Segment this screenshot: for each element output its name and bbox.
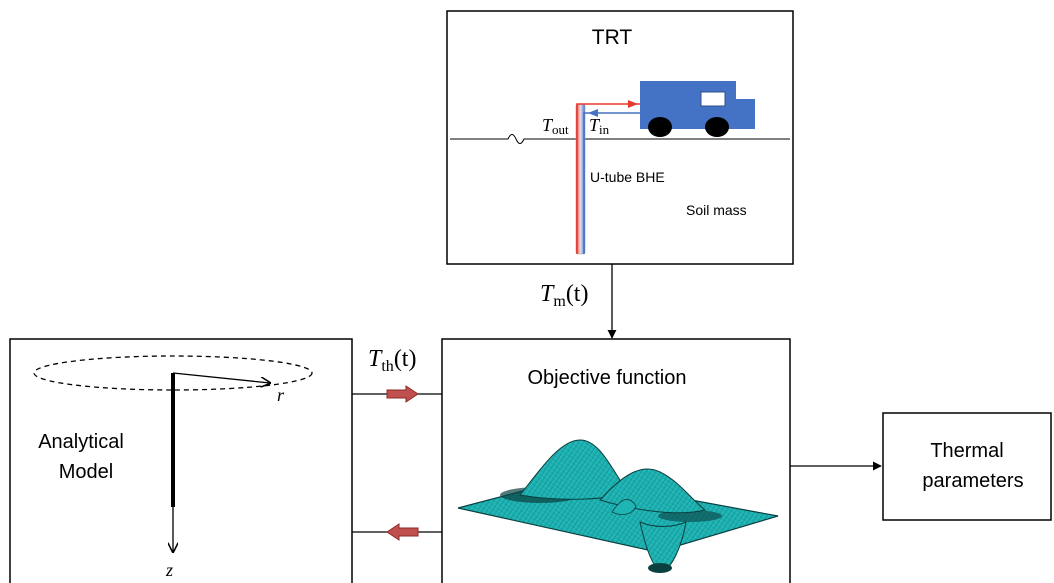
thermal-parameters-line1: Thermal bbox=[930, 440, 1003, 462]
analytical-title-line2: Model bbox=[59, 461, 113, 483]
backward-block-arrow bbox=[386, 523, 419, 541]
measured-label: Tm(t) bbox=[540, 281, 588, 310]
radial-arrow bbox=[172, 372, 270, 383]
analytical-title-line1: Analytical bbox=[38, 431, 124, 453]
radial-domain-ellipse bbox=[33, 355, 313, 391]
analytical-box bbox=[9, 338, 353, 583]
objective-surface-plot bbox=[457, 439, 779, 573]
thermal-parameters-line2: parameters bbox=[922, 470, 1023, 492]
trt-title: TRT bbox=[592, 26, 633, 49]
cold-pipe bbox=[583, 112, 640, 254]
ground-line bbox=[450, 134, 790, 144]
objective-panel: Objective function bbox=[441, 338, 791, 583]
hot-pipe bbox=[576, 103, 640, 254]
trt-box bbox=[446, 10, 794, 265]
t-in-label: Tin bbox=[589, 115, 610, 137]
objective-title: Objective function bbox=[528, 367, 687, 389]
soil-mass-label: Soil mass bbox=[686, 202, 747, 218]
cold-flow-arrow bbox=[588, 109, 598, 117]
thermal-parameters-panel: Thermal parameters bbox=[882, 412, 1052, 521]
analytical-panel: r z Analytical Model bbox=[9, 338, 353, 583]
hot-flow-arrow bbox=[628, 100, 638, 108]
r-axis-label: r bbox=[277, 385, 285, 405]
theoretical-label: Tth(t) bbox=[368, 346, 416, 375]
utube-label: U-tube BHE bbox=[590, 169, 665, 185]
trt-panel: TRT Tout Tin U-tube BHE Soil mass bbox=[446, 10, 794, 265]
z-axis-label: z bbox=[165, 560, 173, 580]
truck-icon bbox=[640, 81, 755, 137]
t-out-label: Tout bbox=[542, 115, 569, 137]
forward-block-arrow bbox=[386, 385, 419, 403]
line-source bbox=[171, 373, 175, 507]
thermal-parameters-box bbox=[882, 412, 1052, 521]
